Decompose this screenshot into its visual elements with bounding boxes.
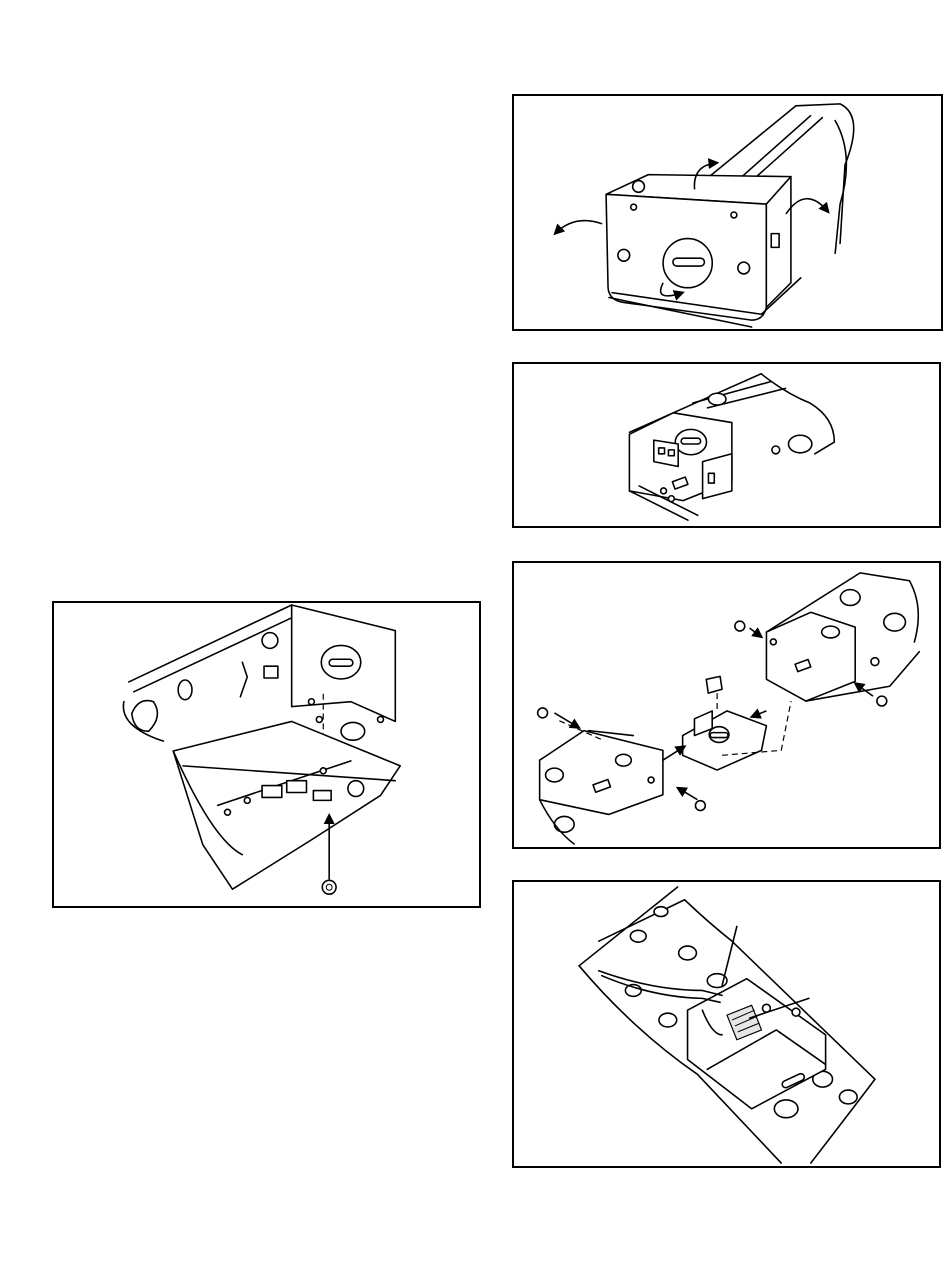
figure-housing-assembled: [512, 362, 941, 528]
housing-assembled-illustration: [514, 364, 939, 526]
housing-rotation-illustration: [514, 96, 941, 329]
figure-housing-underside-screw: [52, 601, 481, 908]
figure-exploded-bracket: [512, 561, 941, 849]
exploded-bracket-illustration: [514, 563, 939, 847]
housing-underside-illustration: [54, 603, 479, 906]
figure-housing-rotation: [512, 94, 943, 331]
wired-housing-illustration: [514, 882, 939, 1166]
figure-wired-housing: [512, 880, 941, 1168]
